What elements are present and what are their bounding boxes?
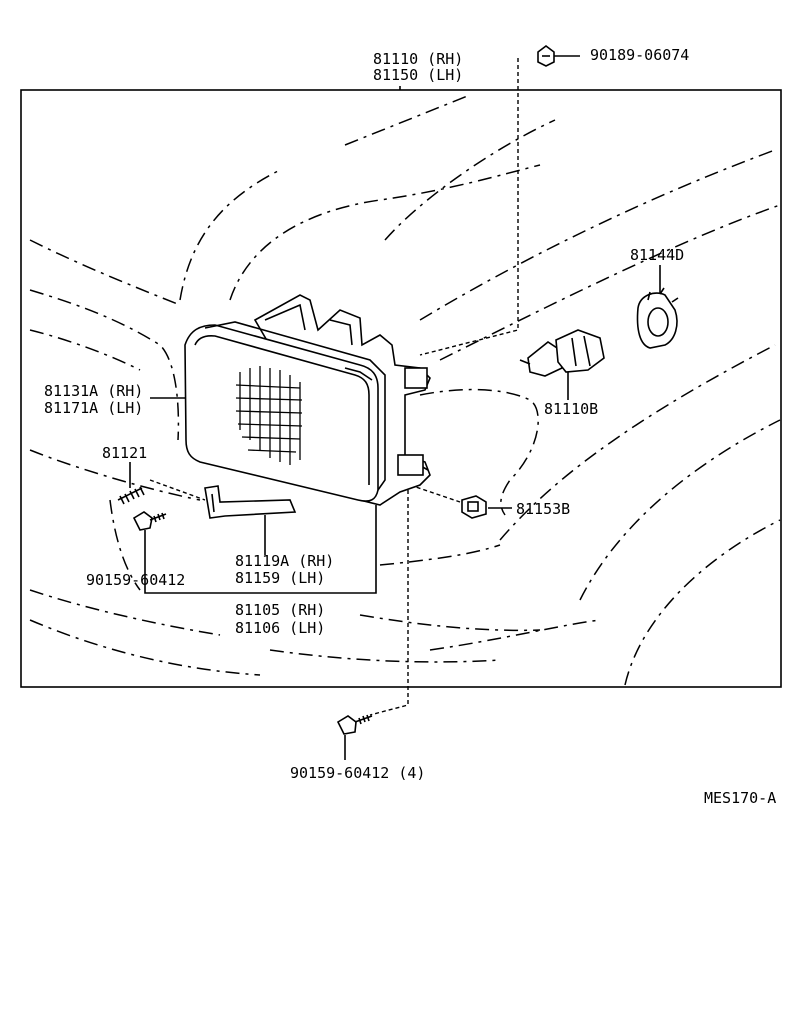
label-headlamp-assy-rh: 81110 (RH) xyxy=(373,50,463,68)
bulb-part xyxy=(519,329,605,377)
diagram-frame xyxy=(20,89,782,688)
vehicle-outline xyxy=(29,94,781,686)
label-bracket-rh: 81119A (RH) xyxy=(235,552,334,570)
spring-part xyxy=(117,486,145,505)
label-lens-lh: 81171A (LH) xyxy=(44,399,143,417)
retainer-part xyxy=(461,495,487,519)
diagram-code: MES170-A xyxy=(704,789,776,807)
label-clip: 90189-06074 xyxy=(590,46,689,64)
bracket-part xyxy=(204,485,297,519)
label-housing-rh: 81105 (RH) xyxy=(235,601,325,619)
clip-part xyxy=(537,45,555,67)
label-headlamp-assy-lh: 81150 (LH) xyxy=(373,66,463,84)
label-spring: 81121 xyxy=(102,444,147,462)
label-screw-bottom: 90159-60412 (4) xyxy=(290,764,425,782)
label-bracket-lh: 81159 (LH) xyxy=(235,569,325,587)
label-housing-lh: 81106 (LH) xyxy=(235,619,325,637)
label-lens-rh: 81131A (RH) xyxy=(44,382,143,400)
label-screw-left: 90159-60412 xyxy=(86,571,185,589)
label-bulb: 81110B xyxy=(544,400,598,418)
screw-bottom-part xyxy=(336,714,373,735)
screw-left-part xyxy=(132,511,167,531)
headlamp-lens xyxy=(184,321,386,502)
socket-cover-part xyxy=(636,287,679,349)
label-socket-cover: 81144D xyxy=(630,246,684,264)
label-retainer: 81153B xyxy=(516,500,570,518)
lens-grid xyxy=(235,366,303,465)
